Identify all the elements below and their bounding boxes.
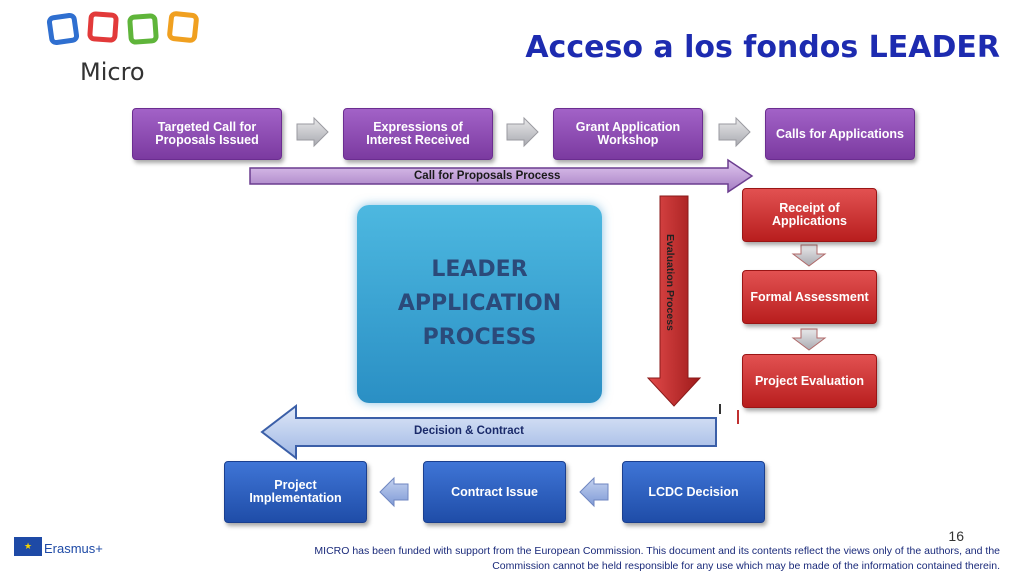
box-formal-assessment: Formal Assessment: [742, 270, 877, 324]
box-grant-workshop: Grant Application Workshop: [553, 108, 703, 160]
arrow-left-icon: [579, 476, 609, 508]
box-lcdc-decision: LCDC Decision: [622, 461, 765, 523]
page-title: Acceso a los fondos LEADER: [525, 30, 1000, 65]
arrow-down-icon: [791, 328, 827, 351]
funding-disclaimer: MICRO has been funded with support from …: [314, 545, 1000, 572]
box-contract-issue: Contract Issue: [423, 461, 566, 523]
page-number: 16: [948, 528, 964, 544]
evaluation-process-label: Evaluation Process: [664, 234, 676, 331]
call-for-proposals-arrow: [249, 158, 754, 194]
box-calls-for-applications: Calls for Applications: [765, 108, 915, 160]
box-receipt-of-applications: Receipt of Applications: [742, 188, 877, 242]
box-project-implementation: Project Implementation: [224, 461, 367, 523]
center-process-box: LEADER APPLICATION PROCESS: [357, 205, 602, 403]
call-for-proposals-label: Call for Proposals Process: [414, 170, 561, 182]
arrow-right-icon: [296, 116, 329, 148]
logo-text: Micro: [80, 58, 145, 86]
arrow-right-icon: [718, 116, 751, 148]
box-expressions-of-interest: Expressions of Interest Received: [343, 108, 493, 160]
arrow-down-icon: [791, 244, 827, 267]
arrow-right-icon: [506, 116, 539, 148]
box-targeted-call: Targeted Call for Proposals Issued: [132, 108, 282, 160]
center-process-label: LEADER APPLICATION PROCESS: [397, 257, 562, 350]
eu-flag-icon: ★: [14, 537, 42, 556]
decision-contract-arrow: [260, 403, 717, 461]
arrow-left-icon: [379, 476, 409, 508]
box-project-evaluation: Project Evaluation: [742, 354, 877, 408]
decision-contract-label: Decision & Contract: [414, 425, 524, 437]
erasmus-logo-text: Erasmus+: [44, 541, 103, 556]
evaluation-down-arrow: [646, 195, 702, 407]
